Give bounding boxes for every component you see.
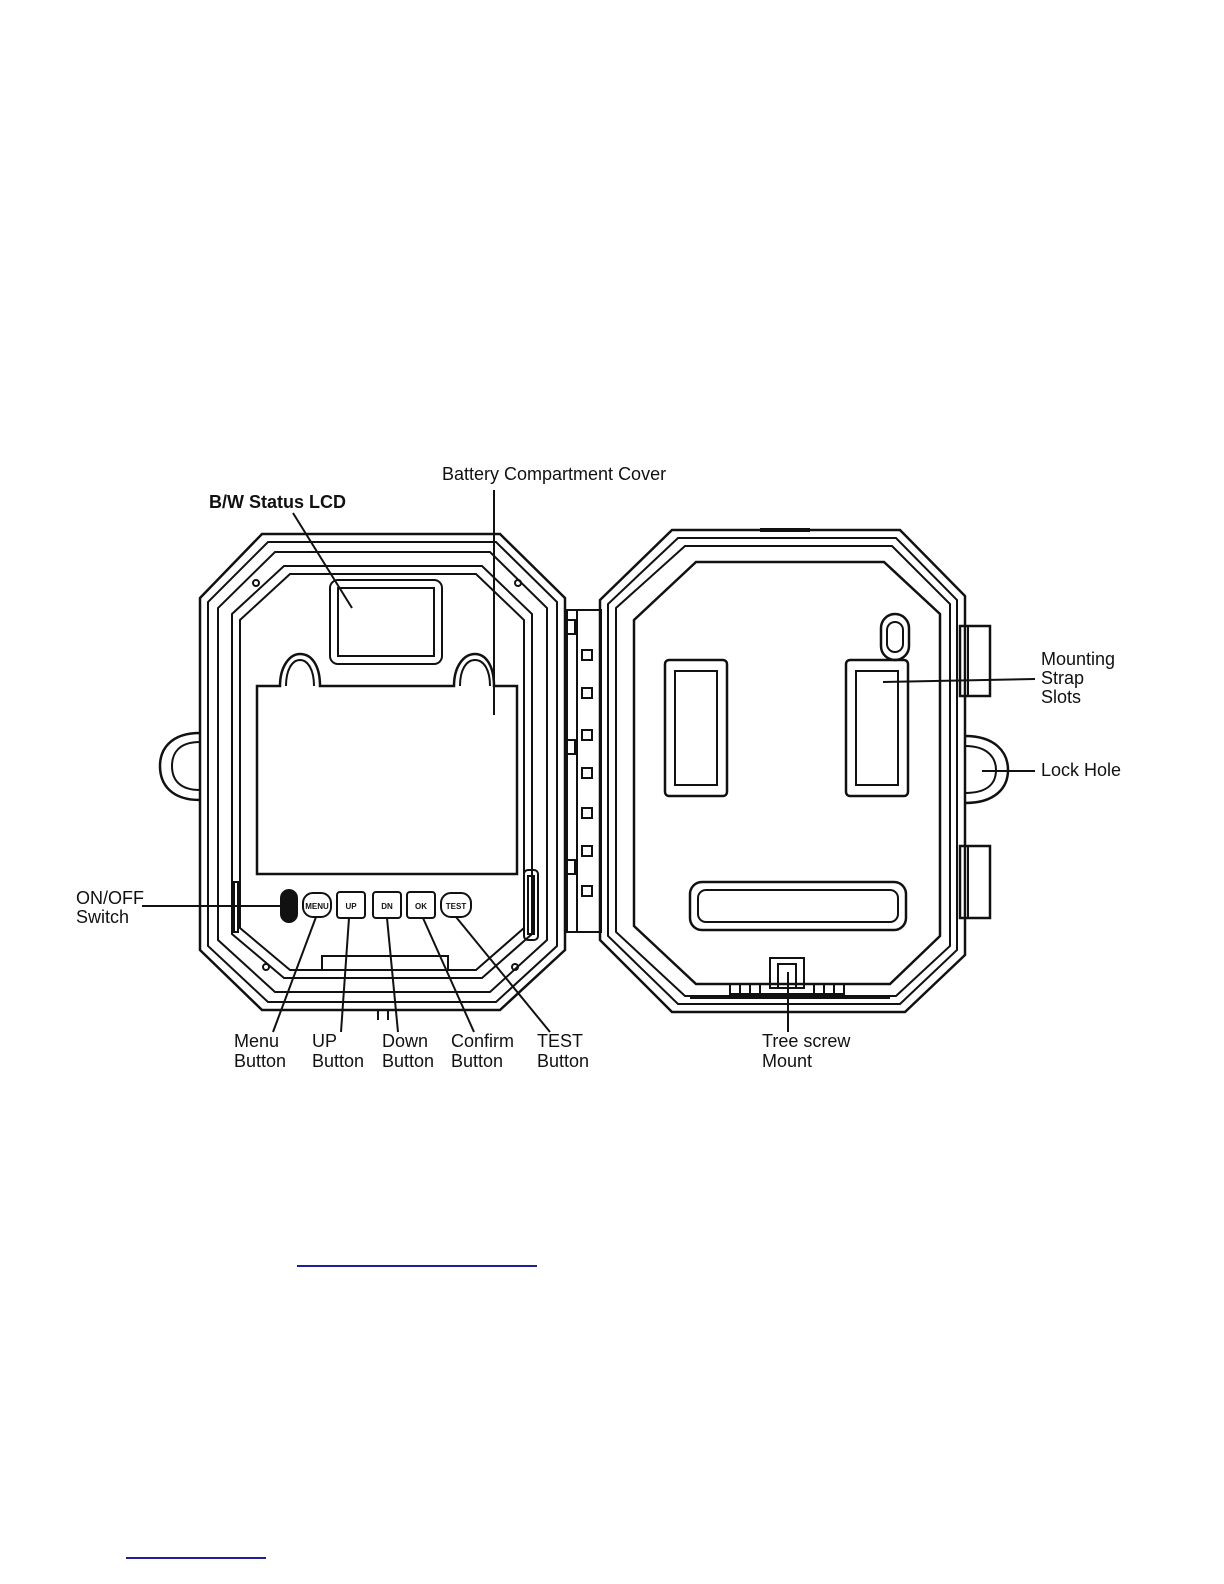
front-housing [160,534,565,1020]
up-device-button: UP [337,892,365,918]
up-button-label-line1: UP [312,1031,337,1051]
link-underline-1[interactable] [297,1265,537,1267]
strap-slots-label-line2: Strap [1041,668,1084,688]
onoff-switch [281,890,297,922]
onoff-label-line2: Switch [76,907,129,927]
up-device-label: UP [345,902,357,911]
test-device-button: TEST [441,893,471,917]
onoff-label-line1: ON/OFF [76,888,144,908]
strap-slots-label-line1: Mounting [1041,649,1115,669]
menu-button-label-line1: Menu [234,1031,279,1051]
down-device-button: DN [373,892,401,918]
tree-mount-label-line2: Mount [762,1051,812,1071]
confirm-button-label-line1: Confirm [451,1031,514,1051]
menu-device-button: MENU [303,893,331,917]
up-button-label-line2: Button [312,1051,364,1071]
battery-cover-label: Battery Compartment Cover [442,464,666,484]
back-housing [600,530,1008,1012]
lcd-label: B/W Status LCD [209,492,346,512]
menu-device-label: MENU [305,902,329,911]
menu-button-label-line2: Button [234,1051,286,1071]
link-underline-2[interactable] [126,1557,266,1559]
test-button-label-line2: Button [537,1051,589,1071]
down-button-label-line2: Button [382,1051,434,1071]
down-button-label-line1: Down [382,1031,428,1051]
hinge [567,610,601,932]
test-button-label-line1: TEST [537,1031,583,1051]
confirm-button-label-line2: Button [451,1051,503,1071]
tree-mount-label-line1: Tree screw [762,1031,850,1051]
down-device-label: DN [381,902,393,911]
ok-device-label: OK [415,902,427,911]
status-lcd [330,580,442,664]
strap-slots-label-line3: Slots [1041,687,1081,707]
test-device-label: TEST [446,902,467,911]
leader-lines [142,490,1035,1032]
control-buttons: MENU UP DN OK TEST [281,890,471,922]
ok-device-button: OK [407,892,435,918]
battery-cover [257,654,517,874]
lock-hole-label: Lock Hole [1041,760,1121,780]
